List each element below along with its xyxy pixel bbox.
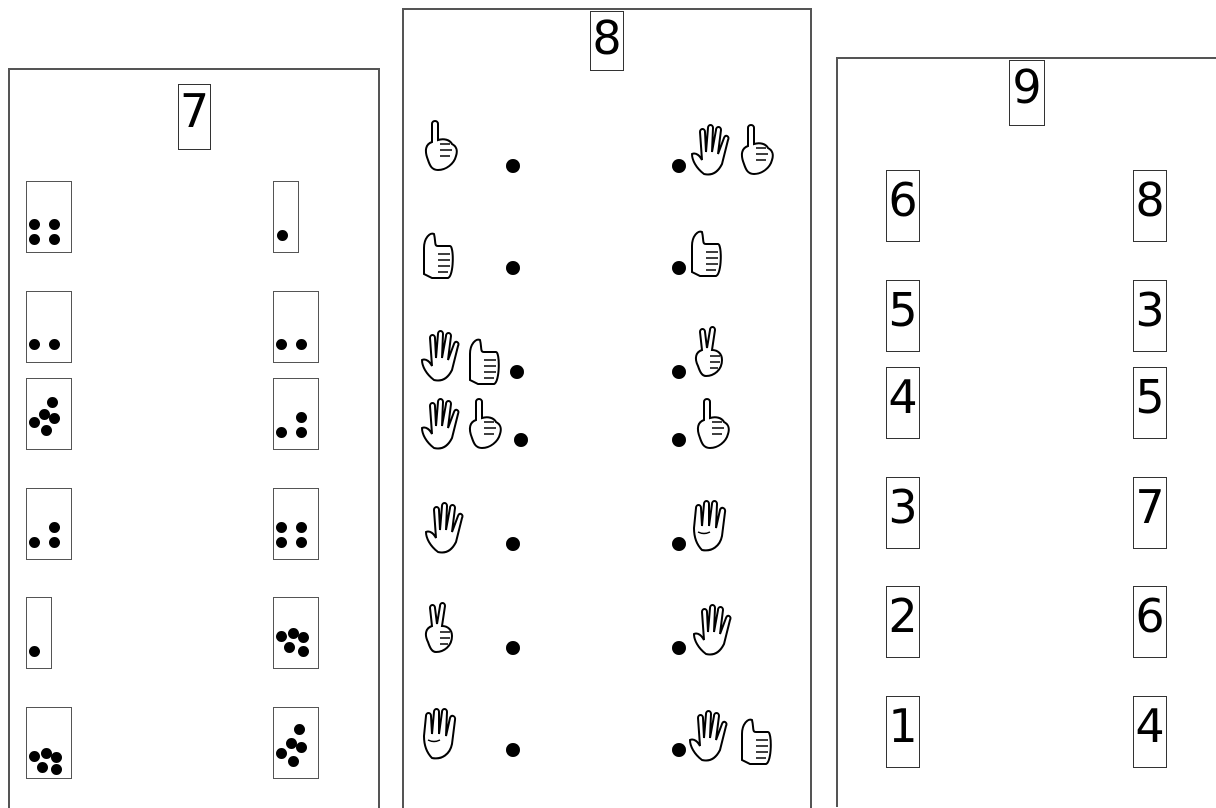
connection-dot[interactable] <box>506 641 520 655</box>
connection-dot[interactable] <box>506 159 520 173</box>
hand-two-fingers-icon <box>426 603 452 652</box>
numeral-box-left: 5 <box>886 280 920 352</box>
numeral-box-right: 8 <box>1133 170 1167 242</box>
connection-dot[interactable] <box>506 743 520 757</box>
connection-dot[interactable] <box>672 261 686 275</box>
hand-five-icon <box>692 125 728 175</box>
numeral-box-right: 5 <box>1133 367 1167 439</box>
numeral-box-right: 3 <box>1133 280 1167 352</box>
connection-dot[interactable] <box>510 365 524 379</box>
numeral-box-right: 6 <box>1133 586 1167 658</box>
numeral-box-left: 4 <box>886 367 920 439</box>
hand-thumb-icon <box>742 720 771 764</box>
connection-dot[interactable] <box>672 159 686 173</box>
hand-five-icon <box>690 711 726 761</box>
numeral-box-left: 3 <box>886 477 920 549</box>
connection-dot[interactable] <box>514 433 528 447</box>
hand-five-icon <box>422 399 458 449</box>
hand-thumb-icon <box>424 234 453 278</box>
connection-dot[interactable] <box>506 261 520 275</box>
hand-one-finger-icon <box>742 125 773 174</box>
hand-five-icon <box>422 331 458 381</box>
hand-five-icon <box>694 605 730 655</box>
hand-five-icon <box>426 503 462 553</box>
hand-one-finger-icon <box>470 399 501 448</box>
numeral-box-left: 1 <box>886 696 920 768</box>
connection-dot[interactable] <box>672 743 686 757</box>
numeral-box-left: 6 <box>886 170 920 242</box>
connection-dot[interactable] <box>672 641 686 655</box>
numeral-box-right: 4 <box>1133 696 1167 768</box>
hand-one-finger-icon <box>698 399 729 448</box>
hand-thumb-icon <box>692 232 721 276</box>
hand-four-fingers-icon <box>694 501 725 550</box>
hand-two-fingers-icon <box>696 327 722 376</box>
connection-dot[interactable] <box>506 537 520 551</box>
numeral-box-right: 7 <box>1133 477 1167 549</box>
hand-one-finger-icon <box>426 121 457 170</box>
connection-dot[interactable] <box>672 365 686 379</box>
connection-dot[interactable] <box>672 537 686 551</box>
hand-thumb-icon <box>470 340 499 384</box>
connection-dot[interactable] <box>672 433 686 447</box>
hand-four-fingers-icon <box>424 709 455 758</box>
numeral-box-left: 2 <box>886 586 920 658</box>
